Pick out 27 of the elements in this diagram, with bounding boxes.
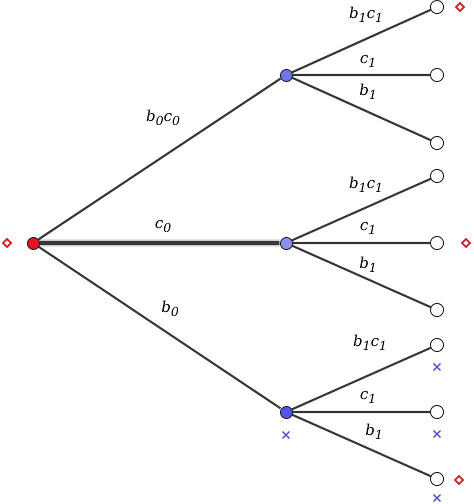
circle-node (280, 236, 292, 250)
connector-line (38, 246, 282, 410)
circle-node (430, 405, 444, 419)
connector-line (291, 76, 432, 142)
connector-line (292, 414, 432, 478)
connector-line (292, 242, 430, 244)
circle-node (430, 338, 444, 352)
connector-line (292, 244, 432, 308)
connector-line (40, 240, 280, 246)
connector-line (292, 178, 432, 242)
edge-label: b$_{0}$c$_{0}$ (145, 108, 181, 128)
circle-node (430, 303, 444, 317)
circle-node (430, 472, 444, 486)
circle-node (430, 236, 444, 250)
circle-node (430, 169, 444, 183)
connector-line (292, 74, 430, 76)
circle-node (430, 136, 444, 150)
circle-node (280, 406, 292, 418)
circle-node (430, 68, 444, 82)
connector-line (292, 346, 432, 410)
edge-label: b$_{0}$ (160, 300, 180, 318)
circle-node (26, 236, 40, 250)
connector-line (38, 78, 282, 240)
circle-node (430, 0, 444, 14)
circle-node (280, 68, 292, 82)
connector-line (291, 8, 432, 74)
connector-line (292, 410, 430, 414)
